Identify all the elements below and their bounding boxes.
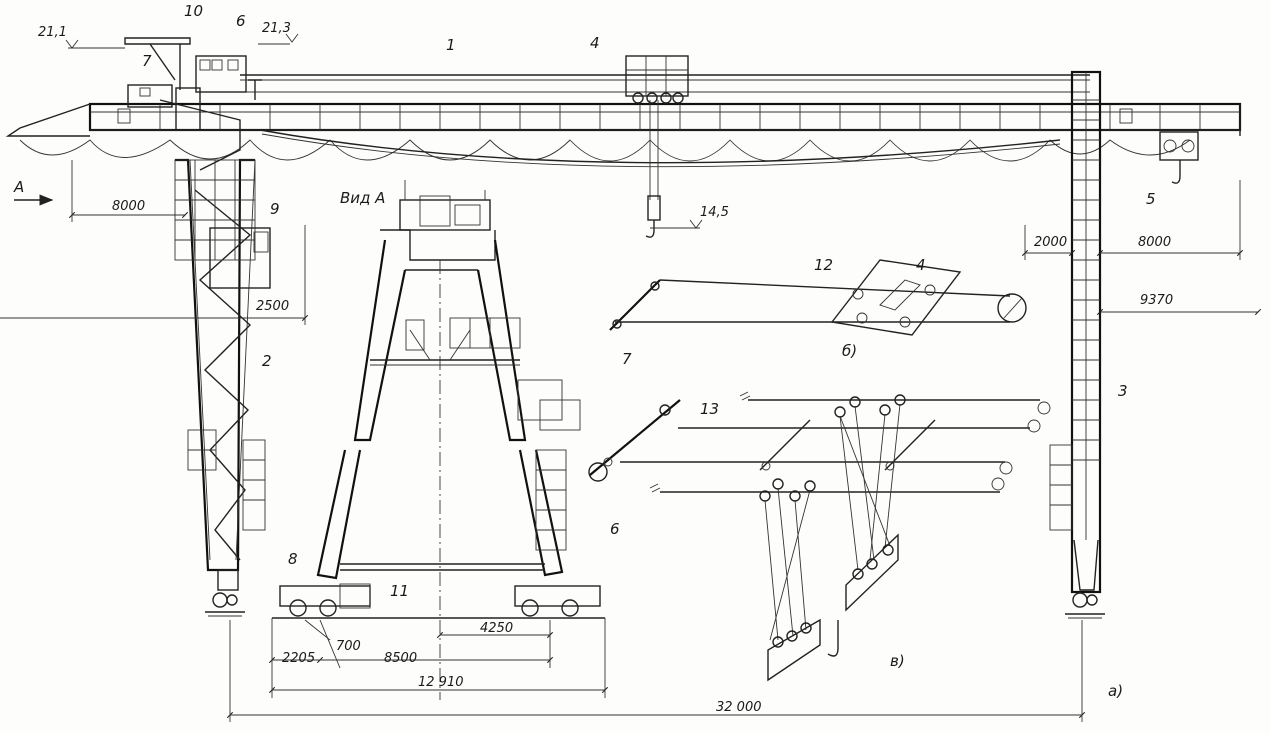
dimension-lines — [0, 33, 1262, 722]
auxiliary-hoist — [1159, 131, 1199, 184]
label-fig-v: в) — [890, 652, 905, 670]
dim-8000-left: 8000 — [112, 199, 145, 214]
scheme-v — [588, 391, 1051, 682]
left-leg — [174, 79, 271, 617]
dim-2000: 2000 — [1034, 235, 1067, 250]
ref-11: 11 — [390, 582, 409, 600]
festoon-cable — [19, 129, 1191, 168]
ref-6-v: 6 — [610, 520, 620, 538]
ref-10: 10 — [184, 2, 203, 20]
trolley — [625, 55, 689, 238]
ref-2: 2 — [262, 352, 272, 370]
ref-13: 13 — [700, 400, 719, 418]
dim-4250: 4250 — [480, 621, 513, 636]
ref-8: 8 — [288, 550, 298, 568]
dim-8500: 8500 — [384, 651, 417, 666]
ref-6-top: 6 — [236, 12, 246, 30]
bridge-girder — [5, 74, 1242, 137]
right-leg — [1049, 70, 1105, 619]
dim-8000-right: 8000 — [1138, 235, 1171, 250]
elevation-21-3: 21,3 — [262, 21, 291, 36]
view-a — [272, 180, 605, 700]
label-fig-a: а) — [1108, 682, 1123, 700]
ref-3: 3 — [1118, 382, 1128, 400]
dim-9370: 9370 — [1140, 293, 1173, 308]
ref-12: 12 — [814, 256, 833, 274]
ref-4-top: 4 — [590, 34, 600, 52]
dim-2500: 2500 — [256, 299, 289, 314]
elevation-14-5: 14,5 — [700, 205, 729, 220]
scheme-b — [609, 259, 1027, 336]
dim-2205: 2205 — [282, 651, 315, 666]
ref-1: 1 — [446, 36, 456, 54]
ref-4-b: 4 — [916, 256, 926, 274]
dim-12910: 12 910 — [418, 675, 464, 690]
label-fig-b: б) — [842, 342, 857, 360]
dim-700: 700 — [336, 639, 361, 654]
ref-7-b: 7 — [622, 350, 632, 368]
label-view-a: Вид А — [340, 189, 385, 207]
label-arrow-a: А — [13, 178, 24, 196]
top-machinery-left — [124, 37, 247, 171]
elevation-21-1: 21,1 — [38, 25, 67, 40]
ref-9: 9 — [270, 200, 280, 218]
dim-32000: 32 000 — [716, 700, 762, 715]
text-labels: Вид А А а) б) в) 21,1 21,3 14,5 8000 250… — [13, 2, 1173, 715]
ref-7-top: 7 — [142, 52, 152, 70]
ref-5: 5 — [1146, 190, 1156, 208]
